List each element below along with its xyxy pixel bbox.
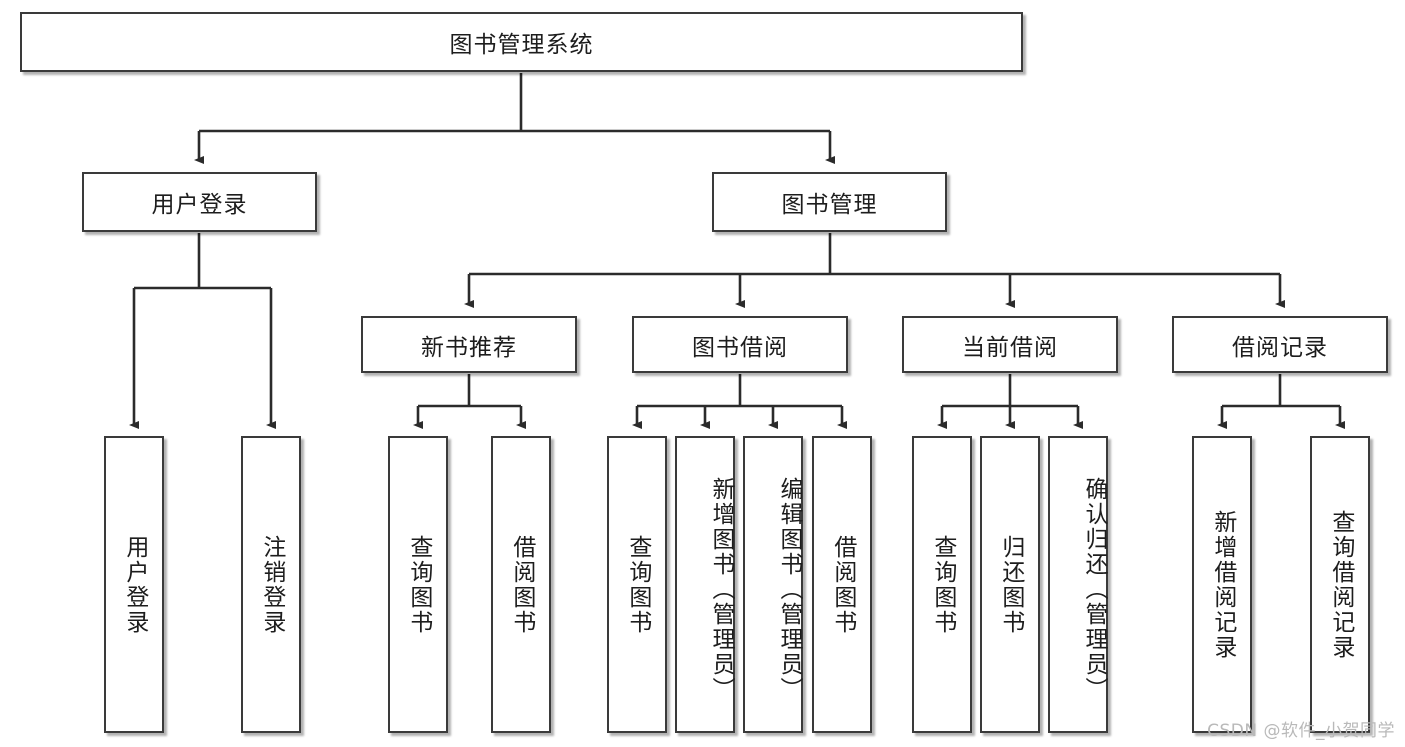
leaf-logout[interactable]: 注销登录 xyxy=(241,436,301,733)
leaf-query-book-borrow[interactable]: 查询图书 xyxy=(607,436,667,733)
node-label: 图书管理 xyxy=(781,192,878,218)
node-root-system[interactable]: 图书管理系统 xyxy=(20,12,1023,72)
node-label: 用户登录 xyxy=(151,192,248,218)
node-label: 借阅图书 xyxy=(829,534,856,635)
node-label: 新增图书（管理员） xyxy=(708,477,734,702)
leaf-add-book[interactable]: 新增图书（管理员） xyxy=(675,436,735,733)
leaf-query-book-current[interactable]: 查询图书 xyxy=(912,436,972,733)
leaf-user-login[interactable]: 用户登录 xyxy=(104,436,164,733)
leaf-confirm-return[interactable]: 确认归还（管理员） xyxy=(1048,436,1108,733)
node-current-borrow[interactable]: 当前借阅 xyxy=(902,316,1118,373)
node-label: 图书借阅 xyxy=(692,334,788,361)
leaf-query-borrow-record[interactable]: 查询借阅记录 xyxy=(1310,436,1370,733)
leaf-add-borrow-record[interactable]: 新增借阅记录 xyxy=(1192,436,1252,733)
node-label: 新增借阅记录 xyxy=(1209,509,1236,660)
node-new-book-recommend[interactable]: 新书推荐 xyxy=(361,316,577,373)
node-label: 查询图书 xyxy=(624,534,651,635)
node-label: 当前借阅 xyxy=(962,334,1058,361)
node-label: 查询借阅记录 xyxy=(1327,509,1354,660)
leaf-edit-book[interactable]: 编辑图书（管理员） xyxy=(743,436,803,733)
leaf-borrow-book[interactable]: 借阅图书 xyxy=(812,436,872,733)
leaf-borrow-book-recommend[interactable]: 借阅图书 xyxy=(491,436,551,733)
node-book-manage[interactable]: 图书管理 xyxy=(712,172,947,232)
node-label: 新书推荐 xyxy=(421,334,517,361)
node-label: 查询图书 xyxy=(929,534,956,635)
leaf-return-book[interactable]: 归还图书 xyxy=(980,436,1040,733)
node-borrow-record[interactable]: 借阅记录 xyxy=(1172,316,1388,373)
node-user-login[interactable]: 用户登录 xyxy=(82,172,317,232)
node-label: 归还图书 xyxy=(997,534,1024,635)
leaf-query-book-recommend[interactable]: 查询图书 xyxy=(388,436,448,733)
node-label: 编辑图书（管理员） xyxy=(776,477,802,702)
node-label: 查询图书 xyxy=(405,534,432,635)
node-label: 图书管理系统 xyxy=(449,32,594,58)
node-book-borrow[interactable]: 图书借阅 xyxy=(632,316,848,373)
node-label: 确认归还（管理员） xyxy=(1081,477,1107,702)
node-label: 借阅记录 xyxy=(1232,334,1328,361)
node-label: 用户登录 xyxy=(121,534,148,635)
node-label: 注销登录 xyxy=(258,534,285,635)
node-label: 借阅图书 xyxy=(508,534,535,635)
